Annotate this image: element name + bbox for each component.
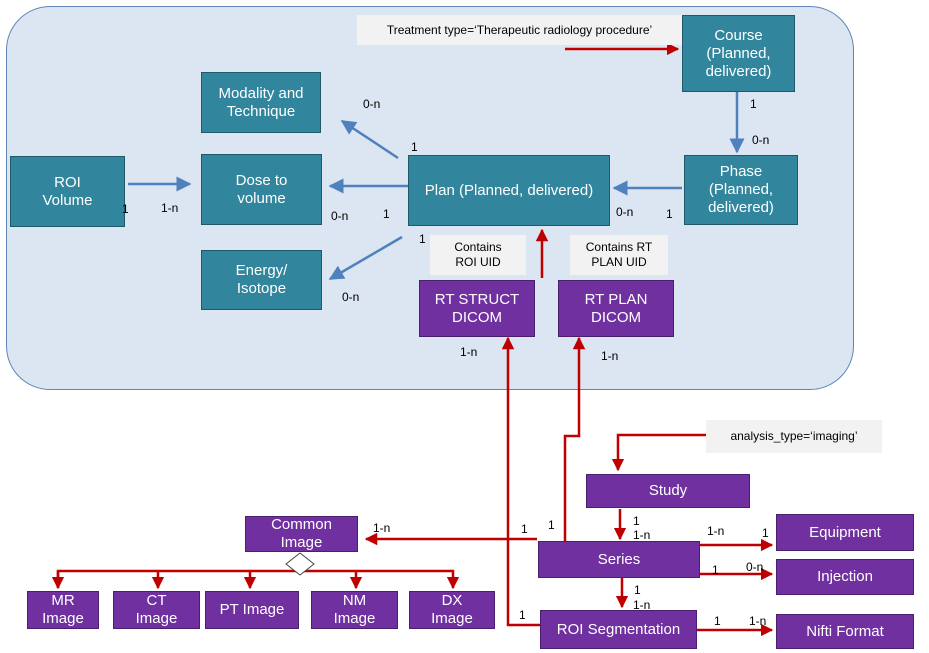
roiseg-to-rtstruct-arrow bbox=[501, 336, 540, 627]
series-to-rtplan-arrow bbox=[563, 336, 586, 541]
plan-node[interactable]: Plan (Planned, delivered) bbox=[408, 155, 610, 226]
rt-plan-node[interactable]: RT PLAN DICOM bbox=[558, 280, 674, 337]
bus-right-segment bbox=[300, 569, 460, 590]
contains-rtplan-uid-note: Contains RT PLAN UID bbox=[570, 235, 668, 275]
modality-node[interactable]: Modality and Technique bbox=[201, 72, 321, 133]
plan-to-modality-arrow bbox=[340, 119, 399, 160]
cardinality-label: 1 bbox=[383, 207, 390, 221]
cardinality-label: 0-n bbox=[752, 133, 770, 147]
dose-node[interactable]: Dose to volume bbox=[201, 154, 322, 225]
cardinality-label: 1 bbox=[419, 232, 426, 246]
nifti-format-node[interactable]: Nifti Format bbox=[776, 614, 914, 649]
nm-image-node[interactable]: NM Image bbox=[311, 591, 398, 629]
cardinality-label: 1 bbox=[712, 563, 719, 577]
treatment-type-note: Treatment type=‘Therapeutic radiology pr… bbox=[357, 15, 682, 45]
cardinality-label: 1-n bbox=[161, 201, 179, 215]
analysis-type-arrow bbox=[611, 433, 706, 472]
cardinality-label: 1 bbox=[714, 614, 721, 628]
roi-segmentation-node[interactable]: ROI Segmentation bbox=[540, 610, 697, 649]
common-image-node[interactable]: Common Image bbox=[245, 516, 358, 552]
cardinality-label: 1-n bbox=[460, 345, 478, 359]
cardinality-label: 0-n bbox=[746, 560, 764, 574]
cardinality-label: 1 bbox=[633, 514, 640, 528]
rt-struct-node[interactable]: RT STRUCT DICOM bbox=[419, 280, 535, 337]
cardinality-label: 1-n bbox=[601, 349, 619, 363]
cardinality-label: 1 bbox=[666, 207, 673, 221]
pt-image-node[interactable]: PT Image bbox=[205, 591, 299, 629]
cardinality-label: 0-n bbox=[616, 205, 634, 219]
cardinality-label: 1 bbox=[521, 522, 528, 536]
cardinality-label: 1-n bbox=[633, 598, 651, 612]
cardinality-label: 0-n bbox=[331, 209, 349, 223]
cardinality-label: 1 bbox=[122, 202, 129, 216]
aggregation-diamond-icon bbox=[285, 552, 315, 576]
study-node[interactable]: Study bbox=[586, 474, 750, 508]
equipment-node[interactable]: Equipment bbox=[776, 514, 914, 551]
cardinality-label: 1-n bbox=[373, 521, 391, 535]
ct-image-node[interactable]: CT Image bbox=[113, 591, 200, 629]
cardinality-label: 0-n bbox=[342, 290, 360, 304]
energy-node[interactable]: Energy/ Isotope bbox=[201, 250, 322, 310]
cardinality-label: 1 bbox=[762, 526, 769, 540]
cardinality-label: 1-n bbox=[707, 524, 725, 538]
cardinality-label: 0-n bbox=[363, 97, 381, 111]
analysis-type-note: analysis_type=‘imaging’ bbox=[706, 420, 882, 453]
cardinality-label: 1-n bbox=[633, 528, 651, 542]
injection-node[interactable]: Injection bbox=[776, 559, 914, 595]
roi-volume-node[interactable]: ROI Volume bbox=[10, 156, 125, 227]
cardinality-label: 1 bbox=[411, 140, 418, 154]
cardinality-label: 1 bbox=[750, 97, 757, 111]
cardinality-label: 1 bbox=[634, 583, 641, 597]
common-to-images-bus bbox=[56, 567, 302, 588]
cardinality-label: 1-n bbox=[749, 614, 767, 628]
phase-node[interactable]: Phase (Planned, delivered) bbox=[684, 155, 798, 225]
series-node[interactable]: Series bbox=[538, 541, 700, 578]
plan-to-energy-arrow bbox=[328, 235, 403, 281]
course-node[interactable]: Course (Planned, delivered) bbox=[682, 15, 795, 92]
contains-roi-uid-note: Contains ROI UID bbox=[430, 235, 526, 275]
cardinality-label: 1 bbox=[519, 608, 526, 622]
mr-image-node[interactable]: MR Image bbox=[27, 591, 99, 629]
cardinality-label: 1 bbox=[548, 518, 555, 532]
dx-image-node[interactable]: DX Image bbox=[409, 591, 495, 629]
